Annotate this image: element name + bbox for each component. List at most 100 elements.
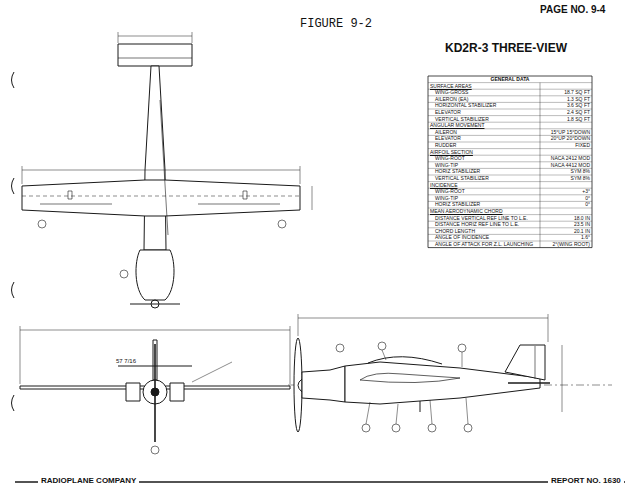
punch-mark — [12, 282, 15, 298]
table-cell: AILERON — [435, 130, 538, 135]
leader-line — [396, 404, 398, 424]
callout-circle — [362, 424, 370, 432]
table-cell: 2°(WING ROOT) — [542, 242, 590, 247]
table-cell: DISTANCE VERTICAL REF LINE TO L.E. — [435, 216, 538, 221]
table-cell: AIRFOIL SECTION — [430, 150, 538, 155]
punch-mark — [12, 395, 15, 411]
table-cell: 1.6° — [542, 235, 590, 240]
table-cell: 20.1 IN — [542, 229, 590, 234]
table-cell: FIXED — [542, 143, 590, 148]
vertical-fin-side — [505, 345, 545, 380]
table-cell: WING-ROOT — [435, 189, 538, 194]
table-cell: 3.6 SQ FT — [542, 103, 590, 108]
table-cell: WING-TIP — [435, 196, 538, 201]
table-cell: WING-GROSS — [435, 90, 538, 95]
table-cell: INCIDENCE — [430, 183, 538, 188]
aileron-hinge — [40, 204, 112, 205]
engine-cylinder — [170, 383, 184, 401]
spinner — [298, 379, 302, 392]
callout-circle — [458, 344, 466, 352]
callout-circle — [392, 424, 400, 432]
table-cell: 15°UP 15°DOWN — [542, 130, 590, 135]
dimension-line — [312, 186, 313, 210]
canopy-fairing — [368, 357, 442, 364]
dimension-tick — [298, 314, 299, 336]
engine-nacelle-side — [302, 366, 345, 402]
table-cell: 18.7 SQ FT — [542, 90, 590, 95]
dimension-line — [22, 170, 300, 171]
elevator-hinge — [118, 58, 192, 59]
dimension-tick — [300, 166, 301, 184]
table-cell: RUDDER — [435, 143, 538, 148]
dimension-line — [298, 318, 548, 319]
dimension-line — [118, 36, 192, 37]
callout-circle — [151, 446, 159, 454]
table-cell: VERTICAL STABILIZER — [435, 117, 538, 122]
leader-line — [382, 350, 386, 360]
leader-line — [366, 402, 370, 424]
callout-circle — [336, 344, 344, 352]
table-cell: ANGLE OF INCIDENCE — [435, 235, 538, 240]
table-cell: NACA 4412 MOD — [542, 163, 590, 168]
table-cell: MEAN AERODYNAMIC CHORD — [430, 209, 538, 214]
table-cell: SYM 8% — [542, 169, 590, 174]
table-cell: ELEVATOR — [435, 110, 538, 115]
dimension-tick — [290, 326, 291, 384]
data-table-grid — [428, 76, 592, 248]
dimension-tick — [548, 314, 549, 342]
callout-circle — [428, 424, 436, 432]
dimension-line — [20, 330, 290, 331]
table-cell: SURFACE AREAS — [430, 84, 538, 89]
table-cell: HORIZONTAL STABILIZER — [435, 103, 538, 108]
horizontal-tail — [118, 44, 192, 66]
table-cell: ELEVATOR — [435, 136, 538, 141]
rudder-line — [535, 346, 536, 379]
prop-hub — [151, 388, 159, 396]
table-cell: 0° — [542, 202, 590, 207]
callout-circle — [38, 220, 46, 228]
table-cell: +3° — [542, 189, 590, 194]
leader-line — [462, 352, 463, 367]
drawing-label: PAGE NO. 9-4 — [540, 5, 605, 15]
table-cell: VERTICAL STABILIZER — [435, 176, 538, 181]
drawing-label: FIGURE 9-2 — [300, 18, 372, 30]
table-cell: GENERAL DATA — [428, 77, 592, 82]
drawing-title: KD2R-3 THREE-VIEW — [445, 42, 567, 54]
table-cell: ANGLE OF ATTACK FOR Z.L. LAUNCHING — [435, 242, 538, 247]
table-cell: NACA 2412 MOD — [542, 156, 590, 161]
leader-line — [430, 400, 432, 424]
table-cell: WING-TIP — [435, 163, 538, 168]
drawing-label: RADIOPLANE COMPANY — [38, 477, 139, 485]
table-cell: CHORD LENGTH — [435, 229, 538, 234]
fuselage-top — [144, 66, 166, 250]
table-cell: DISTANCE HORIZ REF LINE TO L.E. — [435, 222, 538, 227]
callout-circle — [464, 424, 472, 432]
table-cell: 0° — [542, 196, 590, 201]
table-cell: ANGULAR MOVEMENT — [430, 123, 538, 128]
table-cell: SYM 8% — [542, 176, 590, 181]
wing-top — [22, 180, 300, 216]
table-cell: WING-ROOT — [435, 156, 538, 161]
callout-circle — [120, 270, 128, 278]
drawing-label: 57 7/16 — [116, 358, 136, 364]
wing-root-section — [360, 373, 460, 382]
dimension-line — [562, 345, 563, 412]
antenna-line — [160, 100, 168, 235]
table-cell: 20°UP 20°DOWN — [542, 136, 590, 141]
dimension-tick — [118, 32, 119, 43]
engine-nacelle — [136, 250, 174, 300]
skid — [420, 401, 421, 412]
table-cell: AILERON (EA) — [435, 97, 538, 102]
callout-circle — [278, 220, 286, 228]
propeller — [130, 303, 180, 304]
dimension-tick — [20, 326, 21, 384]
engine-cylinder — [126, 383, 140, 401]
callout-circle — [378, 342, 386, 350]
servo-mark — [243, 191, 247, 199]
dimension-tick — [22, 166, 23, 184]
table-column-rule — [540, 83, 541, 248]
table-cell: 23.5 IN — [542, 222, 590, 227]
leader-line — [192, 362, 232, 382]
propeller-side — [294, 338, 302, 432]
